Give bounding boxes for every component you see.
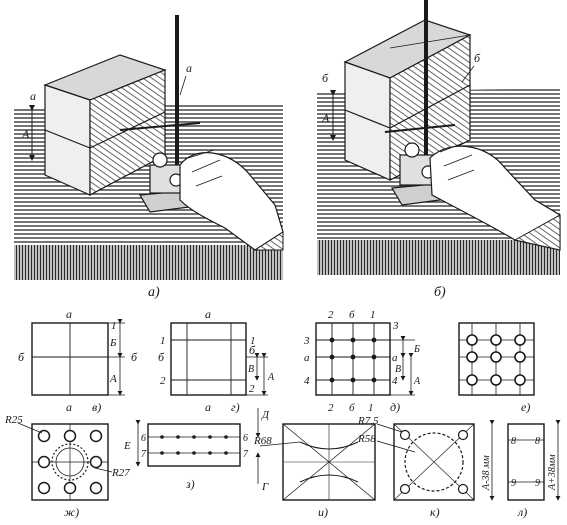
panel-k-square	[393, 423, 475, 501]
panel-g-left-2: 2	[160, 375, 166, 387]
photo-b-marker-label: б	[474, 51, 481, 65]
panel-d-top-0: 2	[328, 309, 334, 321]
panel-z-left-0: 6	[141, 433, 146, 444]
panel-i-r: R68	[253, 435, 272, 447]
panel-zh-holes	[37, 429, 103, 495]
panel-v-bottom: а	[66, 400, 72, 414]
panel-i	[259, 423, 376, 501]
panel-g-top: а	[205, 307, 211, 321]
panel-l-label-2: 9	[511, 478, 516, 489]
panel-v-dim2: А	[109, 373, 117, 385]
panel-z-left-1: 7	[141, 449, 147, 460]
panel-g-left-b: б	[158, 350, 165, 364]
panel-l-caption: л)	[517, 505, 527, 519]
table-edge	[317, 240, 560, 275]
panel-g	[170, 322, 268, 396]
hand	[429, 141, 561, 251]
panel-g-dim-a: А	[267, 372, 275, 383]
panel-l-dim: А+38мм	[547, 454, 558, 491]
panel-d-bottom-2: 1	[368, 402, 374, 414]
panel-l-label-1: 8	[535, 436, 540, 447]
panel-z-right-1: 7	[243, 449, 249, 460]
panel-k-dim: А-38 мм	[481, 455, 492, 491]
panel-d-left-2: 4	[304, 375, 310, 387]
stock-block	[43, 54, 167, 196]
hand	[179, 149, 284, 251]
table-edge	[14, 245, 283, 280]
panel-v-left-mid: б	[18, 350, 25, 364]
panel-l-square	[507, 423, 545, 501]
panel-z-dim-e: Е	[123, 440, 131, 452]
panel-v-caption: в)	[92, 400, 101, 414]
stock-block	[343, 19, 472, 181]
panel-d-left-0: 3	[303, 335, 310, 347]
panel-z-points	[160, 435, 228, 455]
panel-d-dim-a: А	[413, 376, 421, 387]
panel-k-caption: к)	[430, 505, 440, 519]
panel-d-top-2: 1	[370, 309, 376, 321]
photo-a-stock-label: a	[30, 89, 36, 103]
panel-z-strip	[147, 423, 241, 467]
panel-l-label-0: 8	[511, 436, 516, 447]
photo-a-marker-label: a	[186, 61, 192, 75]
panel-d-dim-v: В	[395, 364, 401, 375]
panel-e-caption: е)	[521, 400, 530, 414]
panel-k-r-big: R58	[357, 433, 376, 445]
panel-g-caption: г)	[231, 400, 240, 414]
panel-d-points	[329, 337, 377, 383]
photo-a: A a a а)	[14, 15, 284, 300]
panel-g-bottom: а	[205, 400, 211, 414]
panel-zh-caption: ж)	[64, 505, 79, 519]
panel-e-square	[458, 322, 535, 396]
photo-b-stock-label: б	[322, 71, 329, 85]
panel-d-dim-b: Б	[413, 344, 420, 355]
panel-d-top-1: б	[349, 309, 355, 321]
panel-d-bottom-0: 2	[328, 402, 334, 414]
panel-g-right-b: б	[249, 343, 256, 357]
panel-v	[31, 319, 125, 396]
panel-l	[507, 420, 561, 501]
panel-d-right-2: 4	[392, 375, 398, 387]
panel-d-caption: д)	[390, 400, 400, 414]
panel-i-caption: и)	[318, 505, 328, 519]
panel-z-dim-g: Г	[261, 481, 269, 493]
panel-l-label-3: 9	[535, 478, 540, 489]
panel-k	[376, 420, 495, 501]
photo-b: A б б б)	[317, 0, 561, 300]
panel-z	[135, 408, 261, 484]
panel-k-r-small: R7,5	[357, 415, 379, 427]
panel-g-dim-v: В	[248, 364, 254, 375]
photo-a-dim-label: A	[21, 127, 30, 141]
panel-g-square	[170, 322, 247, 396]
panel-e-holes	[466, 334, 526, 386]
panel-v-top: а	[66, 307, 72, 321]
panel-d-right-0: 3	[392, 320, 399, 332]
photo-b-caption: б)	[434, 285, 446, 300]
photo-a-caption: а)	[148, 285, 160, 300]
panel-z-caption: з)	[185, 477, 195, 491]
panel-g-right-1: 1	[250, 335, 256, 347]
panel-z-dim-d: Д	[261, 409, 270, 421]
panel-zh-r-outer: R25	[4, 414, 23, 426]
panel-d-left-1: а	[304, 352, 310, 364]
panel-k-holes	[399, 429, 469, 495]
panel-zh-r-inner: R27	[111, 467, 130, 479]
panel-z-right-0: 6	[243, 433, 248, 444]
panel-v-right-side: б	[131, 350, 138, 364]
photo-b-dim-label: A	[321, 111, 330, 125]
panel-g-right-2: 2	[249, 383, 255, 395]
panel-v-right-top: 1	[111, 320, 117, 332]
panel-d-right-1: а	[392, 352, 398, 364]
panel-g-left-1: 1	[160, 335, 166, 347]
panel-d-bottom-1: б	[349, 402, 355, 414]
panel-v-dim1: Б	[109, 337, 117, 349]
